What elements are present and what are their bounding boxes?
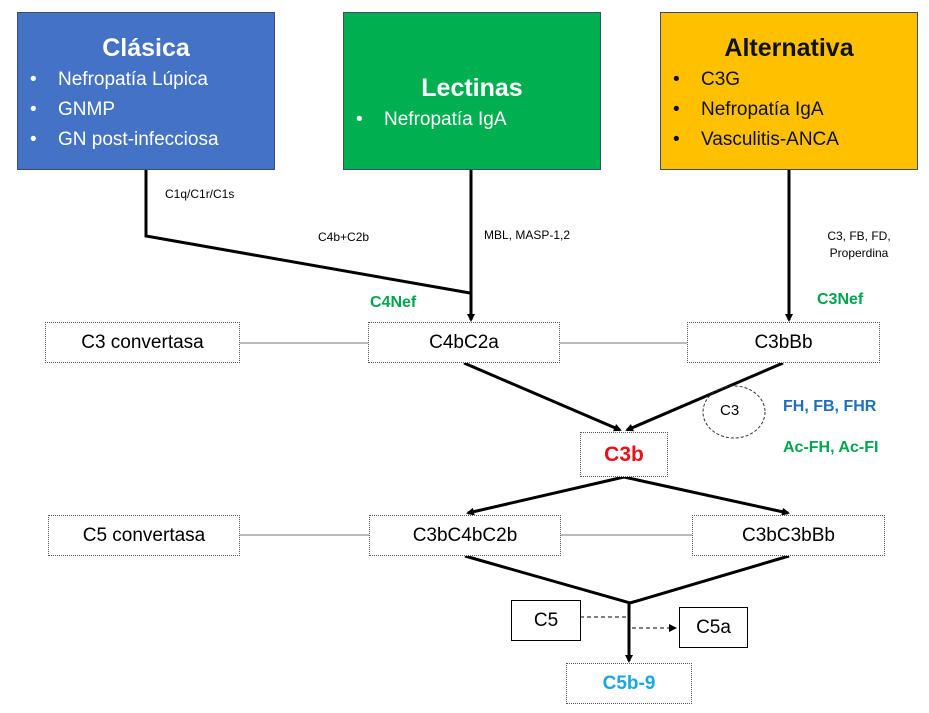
bullet-icon: •: [356, 109, 363, 130]
c3b-to-c3bc3bbb-arrow: [623, 475, 790, 516]
c3b-node: C3b: [580, 432, 668, 477]
disease-label: GNMP: [58, 99, 115, 120]
disease-label: Nefropatía IgA: [701, 99, 824, 120]
bullet-icon: •: [30, 99, 37, 120]
bullet-icon: •: [673, 69, 680, 90]
c3nef-label: C3Nef: [817, 291, 864, 308]
c4bc2a-node: C4bC2a: [368, 322, 560, 363]
lectin-pathway-box: Lectinas • Nefropatía IgA: [343, 12, 601, 170]
alternative-initiators-line2: Properdina: [829, 246, 889, 260]
c3bc4bc2b-node: C3bC4bC2b: [369, 515, 561, 556]
c5-node: C5: [511, 600, 581, 641]
lectin-disease-item: • Nefropatía IgA: [344, 105, 600, 135]
alternative-disease-item: • Vasculitis-ANCA: [661, 125, 917, 155]
c5b9-node: C5b-9: [566, 663, 692, 704]
disease-label: Vasculitis-ANCA: [701, 129, 839, 150]
disease-label: Nefropatía Lúpica: [58, 69, 208, 90]
classical-products-label: C4b+C2b: [318, 230, 370, 244]
bullet-icon: •: [30, 69, 37, 90]
classical-disease-item: • Nefropatía Lúpica: [18, 65, 274, 95]
c3-convertase-label-box: C3 convertasa: [45, 322, 240, 363]
c5-convergence-connector: [464, 554, 790, 605]
classical-pathway-box: Clásica • Nefropatía Lúpica • GNMP • GN pos…: [17, 12, 275, 170]
disease-label: GN post-infecciosa: [58, 129, 219, 150]
c4nef-label: C4Nef: [370, 294, 417, 311]
alternative-disease-item: • Nefropatía IgA: [661, 95, 917, 125]
lectin-initiators-label: MBL, MASP-1,2: [484, 228, 571, 242]
regulatory-factors-label: FH, FB, FHR: [783, 398, 877, 415]
classical-pathway-title: Clásica: [102, 34, 190, 62]
classical-disease-item: • GN post-infecciosa: [18, 125, 274, 155]
classical-pathway-connector: [144, 170, 471, 295]
alternative-pathway-title: Alternativa: [724, 34, 854, 62]
alternative-initiators-line1: C3, FB, FD,: [827, 229, 891, 243]
disease-label: Nefropatía IgA: [384, 109, 507, 130]
classical-disease-item: • GNMP: [18, 95, 274, 125]
bullet-icon: •: [673, 99, 680, 120]
c3bbb-node: C3bBb: [687, 322, 880, 363]
c3bc3bbb-node: C3bC3bBb: [692, 515, 885, 556]
c3b-to-c3bc4bc2b-arrow: [466, 475, 625, 516]
bullet-icon: •: [673, 129, 680, 150]
alternative-initiators-label: C3, FB, FD, Properdina: [812, 228, 906, 262]
bullet-icon: •: [30, 129, 37, 150]
c3-substrate-label: C3: [720, 402, 740, 419]
classical-initiators-label: C1q/C1r/C1s: [165, 187, 235, 201]
lectin-pathway-title: Lectinas: [421, 74, 523, 102]
c3-substrate-ellipse: [702, 385, 766, 439]
disease-label: C3G: [701, 69, 741, 90]
c4bc2a-to-c3b-arrow: [463, 361, 622, 432]
c5a-node: C5a: [679, 607, 748, 648]
c3bbb-to-c3b-arrow: [625, 361, 784, 432]
c5-convertase-label-box: C5 convertasa: [48, 515, 240, 556]
alternative-pathway-box: Alternativa • C3G • Nefropatía IgA • Vascul…: [660, 12, 918, 170]
autoantibodies-label: Ac-FH, Ac-FI: [783, 439, 879, 456]
alternative-disease-item: • C3G: [661, 65, 917, 95]
